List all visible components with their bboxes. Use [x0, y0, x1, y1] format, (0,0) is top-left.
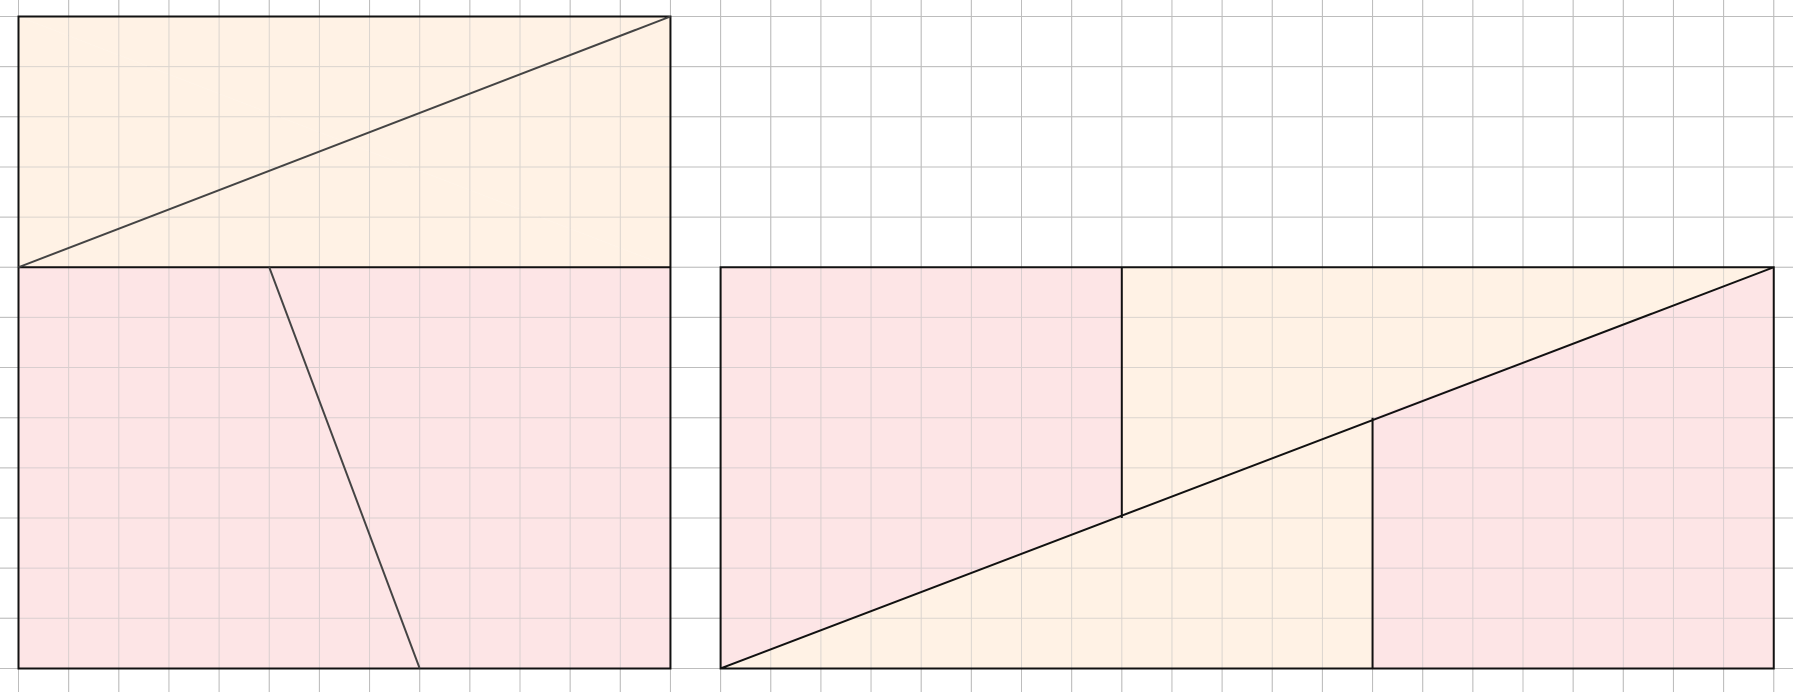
long-diagonal: [720, 266, 1775, 670]
square-outline: [17, 15, 672, 670]
bottom-slanted-cut: [268, 266, 421, 669]
rectangle-outline: [719, 266, 1775, 670]
outline-lines: [17, 15, 1775, 670]
top-diagonal-cut: [18, 15, 671, 269]
